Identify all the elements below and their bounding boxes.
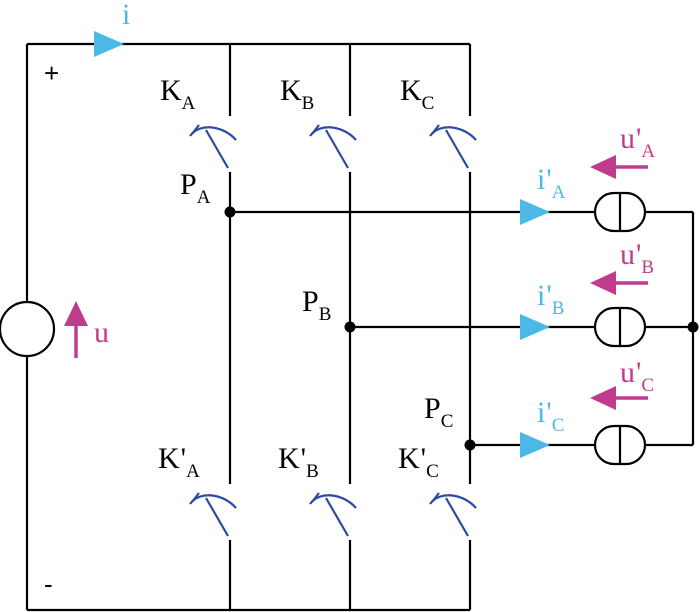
upper-switch-label-a: KA xyxy=(160,74,196,114)
upper-switch-a xyxy=(188,123,238,170)
branch-voltage-arrow-a xyxy=(590,155,648,179)
source-voltage-label: u xyxy=(94,316,109,349)
lower-switch-b xyxy=(308,491,358,538)
source-voltage-arrow-icon xyxy=(64,301,88,358)
upper-switch-label-b: KB xyxy=(280,74,314,114)
minus-sign: - xyxy=(44,569,53,599)
wires xyxy=(25,42,695,612)
branch-voltage-arrow-b xyxy=(590,271,648,295)
branch-current-arrow-b xyxy=(520,314,550,340)
branch-current-label-a: i'A xyxy=(537,163,566,203)
branch-voltage-label-b: u'B xyxy=(620,238,654,278)
upper-switch-c xyxy=(428,123,478,170)
branch-voltage-arrow-c xyxy=(590,386,648,410)
branch-voltage-label-c: u'C xyxy=(620,356,654,396)
node-label-a: PA xyxy=(180,168,211,208)
source-current-arrow-icon xyxy=(94,31,124,57)
branch-current-arrow-c xyxy=(520,432,550,458)
branch-current-label-c: i'C xyxy=(537,396,564,436)
lower-switch-label-a: K'A xyxy=(158,442,200,482)
junction-dots xyxy=(224,206,699,451)
lower-switch-label-c: K'C xyxy=(398,442,439,482)
node-label-c: PC xyxy=(424,392,453,432)
node-label-b: PB xyxy=(302,285,331,325)
current-source-icon xyxy=(593,191,647,466)
lower-switch-a xyxy=(188,491,238,538)
branch-current-label-b: i'B xyxy=(537,279,564,319)
lower-switch-label-b: K'B xyxy=(278,442,319,482)
branch-voltage-label-a: u'A xyxy=(620,122,655,162)
source-current-label: i xyxy=(122,0,130,31)
upper-switch-label-c: KC xyxy=(400,74,434,114)
plus-sign: + xyxy=(44,58,59,88)
lower-switch-c xyxy=(428,491,478,538)
voltage-source-icon xyxy=(0,300,56,358)
upper-switch-b xyxy=(308,123,358,170)
branch-current-arrow-a xyxy=(520,199,550,225)
